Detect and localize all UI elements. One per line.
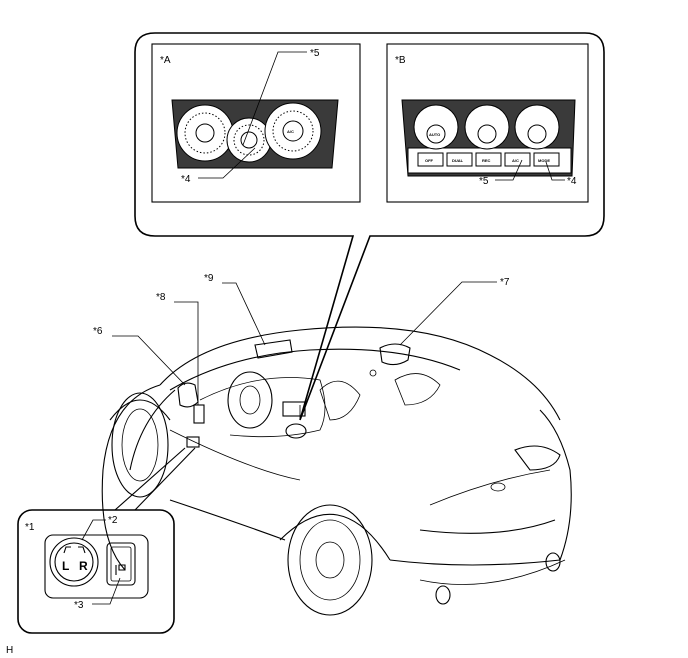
left-mirror: *6 [93,326,199,408]
callout-5-a: *5 [310,48,320,59]
steering-wheel [227,371,273,429]
callout-1: *1 [25,522,35,533]
view-a: *A A/C *5 *4 [151,43,361,203]
right-mirror: *7 [369,277,510,377]
knob-r-label: R [79,559,88,573]
car-body [101,326,572,616]
callout-4-b: *4 [567,176,577,187]
btn-mode: MODE [538,158,550,163]
btn-dual: DUAL [452,158,464,163]
switch-detail: *1 L R *2 *3 [17,509,175,634]
component-8: *8 [156,292,205,424]
callout-9: *9 [204,273,214,284]
knob-l-label: L [62,559,69,573]
view-b-label: *B [395,55,406,66]
callout-2: *2 [108,515,118,526]
ac-knob-label: A/C [287,129,294,134]
mirror-select-knob [49,537,99,587]
callout-7: *7 [500,277,510,288]
component-9: *9 [204,273,293,359]
auto-label: AUTO [429,132,440,137]
retract-switch [106,542,136,586]
corner-mark: H [6,645,13,656]
detail-frame [134,32,605,421]
callout-3: *3 [74,600,84,611]
callout-4-a: *4 [181,174,191,185]
emblem [490,482,506,492]
btn-off: OFF [425,158,434,163]
callout-5-b: *5 [479,176,489,187]
callout-8: *8 [156,292,166,303]
btn-rec: REC [482,158,491,163]
btn-ac: A/C [512,158,519,163]
view-b: *B AUTO OFF DUAL REC A/C MODE *5 *4 [386,43,589,203]
callout-6: *6 [93,326,103,337]
b-buttons: OFF DUAL REC A/C MODE [417,152,560,167]
view-a-label: *A [160,55,171,66]
